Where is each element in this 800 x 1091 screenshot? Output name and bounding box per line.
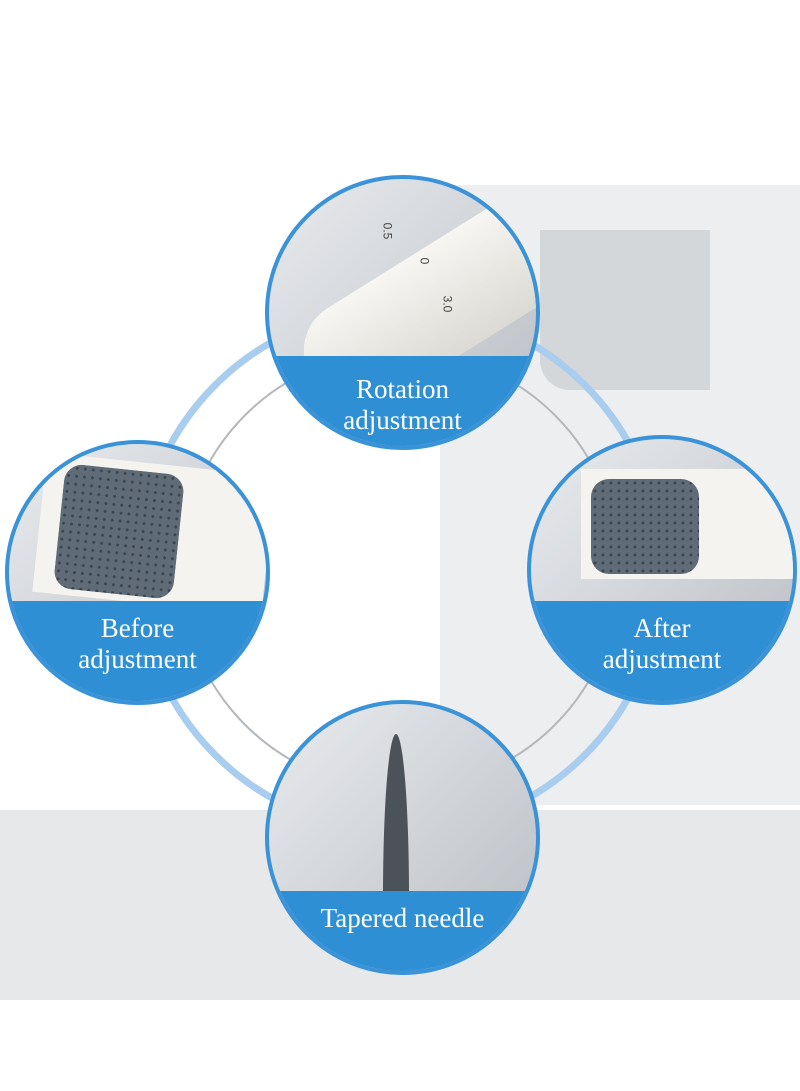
dial-mark: 0.5 xyxy=(380,222,395,240)
needle-image xyxy=(383,734,409,904)
feature-after-adjustment: After adjustment xyxy=(527,435,797,705)
dial-mark: 0 xyxy=(417,257,432,265)
feature-before-adjustment: Before adjustment xyxy=(5,440,270,705)
needle-pad-small xyxy=(591,479,699,574)
feature-label: Before xyxy=(100,613,175,643)
feature-label: adjustment xyxy=(78,644,197,674)
feature-label: Tapered needle xyxy=(320,903,485,933)
feature-label: Rotation xyxy=(356,374,449,404)
feature-label: After xyxy=(633,613,691,643)
needle-pad-large xyxy=(52,463,186,600)
background-panel-accent xyxy=(540,230,710,390)
feature-label: adjustment xyxy=(343,405,462,435)
dial-mark: 3.0 xyxy=(440,295,455,313)
feature-label: adjustment xyxy=(602,644,722,674)
feature-rotation-adjustment: 0.5 0 3.0 Rotation adjustment xyxy=(265,175,540,450)
feature-tapered-needle: Tapered needle xyxy=(265,700,540,975)
